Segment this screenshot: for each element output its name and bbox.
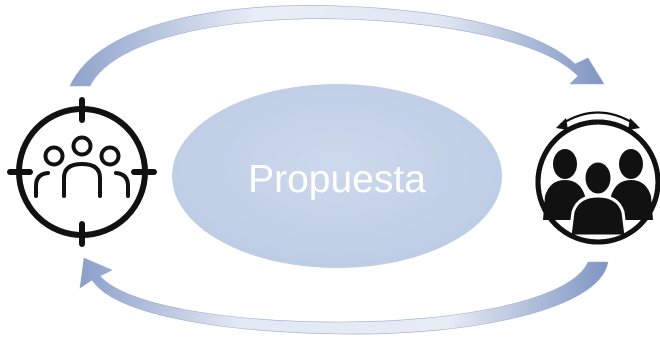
center-label: Propuesta xyxy=(248,158,426,201)
curved-arrow-right-icon xyxy=(69,5,605,87)
target-audience-icon xyxy=(7,97,157,247)
center-ellipse: Propuesta xyxy=(172,84,502,268)
group-exchange-icon xyxy=(535,111,660,245)
curved-arrow-left-icon xyxy=(79,257,609,335)
